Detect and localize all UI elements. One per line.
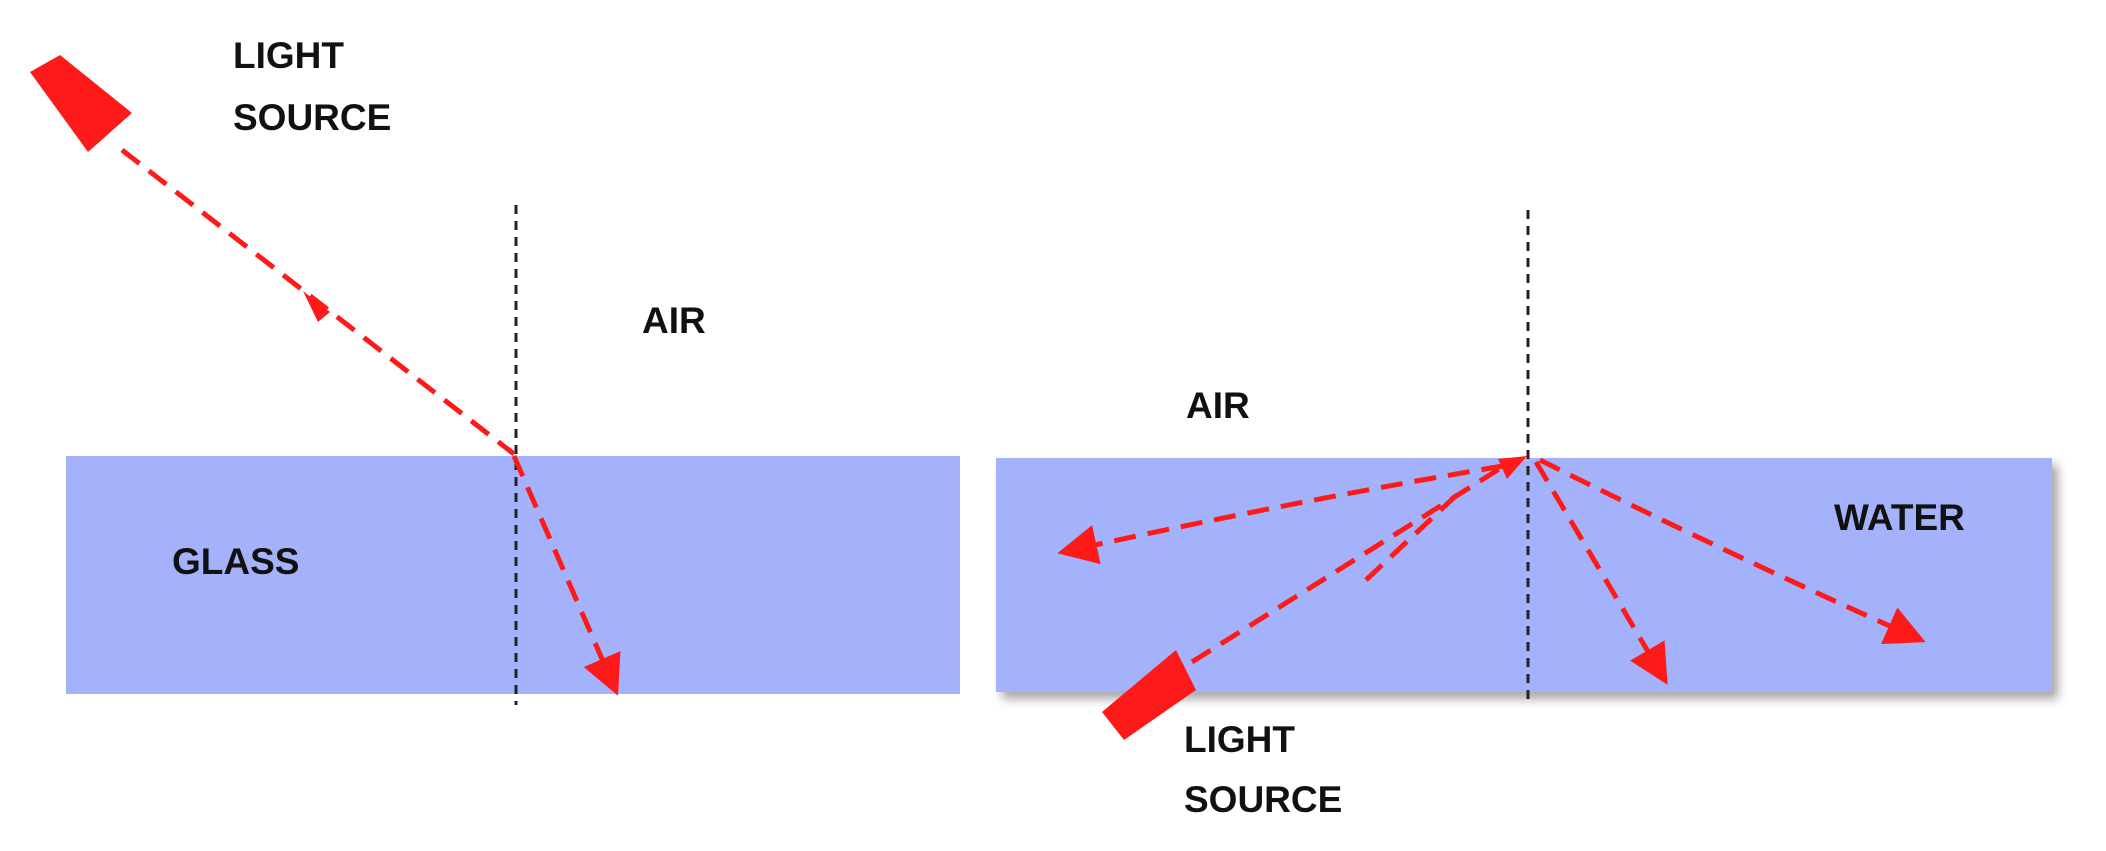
left-light-source-label-line1: LIGHT (233, 35, 344, 76)
right-internal-ray-2 (1538, 457, 1926, 645)
left-incident-ray (120, 148, 516, 456)
right-panel: LIGHT SOURCE AIR WATER (996, 210, 2052, 820)
water-block (996, 458, 2052, 692)
water-label: WATER (1834, 497, 1965, 538)
left-incident-arrow (303, 291, 330, 322)
left-light-source-label-line2: SOURCE (233, 97, 391, 138)
right-air-label: AIR (1186, 385, 1250, 426)
right-light-source-icon (1102, 650, 1196, 740)
right-light-source-label-line1: LIGHT (1184, 719, 1295, 760)
right-light-source-label-line2: SOURCE (1184, 779, 1342, 820)
right-incident-ray-2 (1364, 488, 1464, 582)
left-air-label: AIR (642, 300, 706, 341)
right-incident-arrow (1498, 456, 1527, 479)
left-panel: LIGHT SOURCE AIR GLASS (30, 35, 960, 705)
left-light-source-icon (30, 55, 132, 152)
left-refracted-ray (511, 455, 621, 696)
glass-block (66, 456, 960, 694)
right-internal-ray-1 (1533, 460, 1668, 685)
right-reflected-ray (1057, 463, 1504, 565)
glass-label: GLASS (172, 541, 299, 582)
